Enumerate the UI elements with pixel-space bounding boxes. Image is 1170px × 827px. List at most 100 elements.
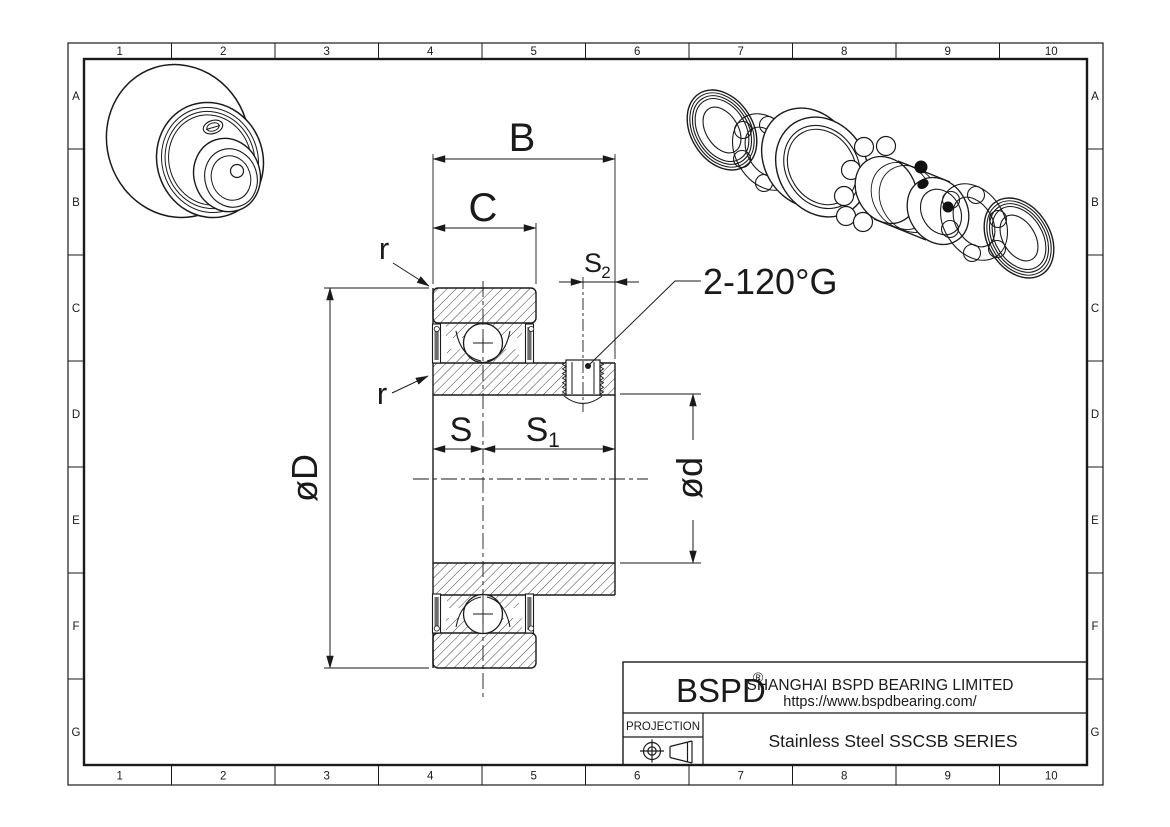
grid-row-label: F	[72, 621, 79, 633]
grid-col-label: 10	[1045, 771, 1058, 783]
grid-col-label: 6	[634, 46, 640, 58]
grid-col-label: 4	[427, 771, 434, 783]
dim-label-S1: S	[526, 411, 549, 449]
exploded-view	[686, 89, 1055, 279]
seal-left-top-fill	[434, 327, 439, 360]
grid-col-label: 1	[117, 771, 123, 783]
grid-row-label: C	[72, 303, 80, 315]
inner-ring-top-section-right	[601, 363, 615, 395]
company-logo: BSPD	[676, 672, 766, 709]
seal-right-bottom-fill	[527, 597, 532, 630]
series-title: Stainless Steel SSCSB SERIES	[769, 731, 1018, 751]
leader-dot	[585, 363, 591, 369]
setscrew-hole-dot	[917, 179, 929, 189]
registered-mark-icon: ®	[753, 669, 764, 685]
grid-row-label: D	[1091, 409, 1099, 421]
inner-ring-collar	[192, 137, 262, 213]
grid-col-label: 9	[945, 771, 951, 783]
grid-row-label: E	[1091, 515, 1099, 527]
grid-row-label: B	[72, 197, 80, 209]
grid-col-label: 6	[634, 771, 640, 783]
seal-right-top-fill	[527, 327, 532, 360]
grid-col-label: 2	[220, 771, 226, 783]
grid-row-label: G	[1091, 727, 1100, 739]
seal-right	[983, 197, 1055, 279]
inner-ring-top-section	[433, 363, 564, 395]
grid-row-label: B	[1091, 197, 1099, 209]
grid-col-label: 5	[531, 46, 537, 58]
extension-lines	[324, 154, 701, 669]
inner-ring-outline	[432, 288, 616, 668]
grid-row-label: D	[72, 409, 80, 421]
seal-left	[686, 89, 758, 171]
title-block: BSPD ® SHANGHAI BSPD BEARING LIMITED htt…	[622, 661, 1088, 766]
grid-row-label: A	[72, 91, 80, 103]
seal-bead	[433, 625, 440, 632]
outer-ring-bottom-section	[432, 632, 537, 669]
company-website[interactable]: https://www.bspdbearing.com/	[783, 694, 977, 710]
title-block-frame	[622, 661, 1088, 766]
first-angle-projection-icon	[640, 739, 693, 764]
thread-left	[561, 361, 567, 395]
grid-row-label: C	[1091, 303, 1099, 315]
grid-row-label: G	[72, 727, 81, 739]
grid-col-label: 7	[738, 771, 744, 783]
dim-label-B: B	[509, 116, 536, 160]
grid-row-label: E	[72, 515, 80, 527]
balls	[833, 135, 897, 233]
dim-label-r-bottom: r	[377, 376, 387, 411]
inner-ring-part	[854, 155, 970, 246]
setscrew-dot-2	[942, 201, 954, 213]
outer-ring-top-section	[432, 287, 537, 324]
cage-top	[455, 330, 511, 362]
dim-label-r-top: r	[379, 231, 389, 266]
section-view	[413, 277, 648, 701]
inner-ring-face	[204, 148, 258, 208]
dim-label-S2: S	[584, 248, 602, 278]
seal-bead	[528, 325, 535, 332]
leader-r-bottom	[391, 375, 429, 394]
grid-row-separators	[68, 148, 1103, 680]
grid-col-label: 1	[117, 46, 123, 58]
seal-bead	[433, 325, 440, 332]
dim-label-S: S	[450, 411, 473, 449]
dim-label-oD: øD	[284, 454, 325, 502]
cage-bottom	[455, 596, 511, 628]
grid-row-label: F	[1091, 621, 1098, 633]
dim-label-S1-sub: 1	[548, 429, 560, 452]
leader-r-top	[392, 262, 430, 287]
dimensions: B C r r S S 1 S 2 øD ød 2-120°G	[284, 116, 837, 669]
grid-col-label: 3	[324, 46, 330, 58]
centerlines	[413, 277, 648, 701]
setscrew-dot	[914, 160, 928, 174]
setscrew-slot	[205, 125, 221, 130]
projection-label: PROJECTION	[626, 721, 700, 733]
thread-right	[599, 361, 605, 395]
dimension-lines	[326, 155, 701, 669]
grid-col-label: 8	[841, 771, 847, 783]
dim-label-C: C	[469, 186, 498, 230]
collar-screw-hole	[229, 163, 245, 179]
grid-column-separators	[171, 43, 1000, 785]
grid-col-label: 8	[841, 46, 847, 58]
grid-col-label: 10	[1045, 46, 1058, 58]
company-name: SHANGHAI BSPD BEARING LIMITED	[747, 677, 1014, 694]
grid-row-label: A	[1091, 91, 1099, 103]
grid-col-label: 4	[427, 46, 434, 58]
setscrew-note: 2-120°G	[703, 261, 837, 302]
border-frame	[67, 42, 1104, 786]
grid-col-label: 7	[738, 46, 744, 58]
grid-col-label: 2	[220, 46, 226, 58]
ball-assembly-bottom	[431, 593, 535, 635]
dim-label-S2-sub: 2	[601, 263, 610, 282]
leader-screw-note	[587, 280, 701, 367]
grid-col-label: 9	[945, 46, 951, 58]
grid-col-label: 5	[531, 771, 537, 783]
bore-edge	[210, 155, 252, 201]
isometric-view	[105, 63, 265, 219]
dim-label-od: ød	[669, 457, 710, 499]
inner-ring-bottom-section	[433, 563, 615, 595]
grid-labels: 1 2 3 4 5 6 7 8 9 10 1 2 3 4 5 6 7 8 9 1…	[72, 46, 1100, 783]
